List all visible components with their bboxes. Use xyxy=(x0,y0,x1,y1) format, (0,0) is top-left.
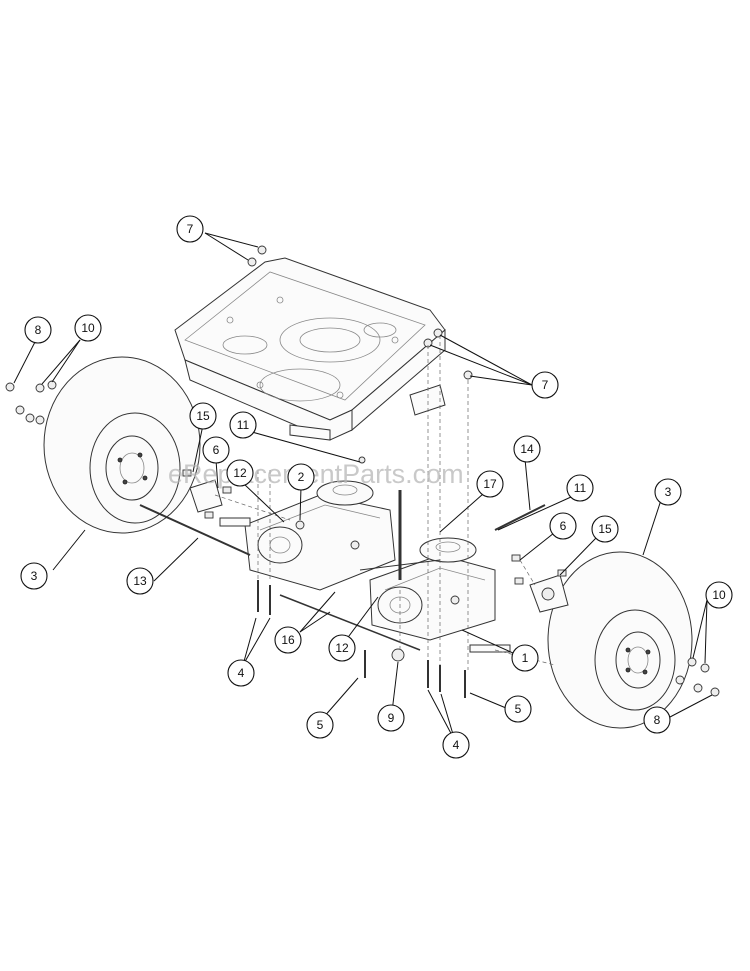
callout-label: 5 xyxy=(515,702,522,716)
vertical-bolts xyxy=(257,580,466,698)
callout-1[interactable]: 1 xyxy=(511,644,539,672)
callout-6-right[interactable]: 6 xyxy=(549,512,577,540)
callout-15-left[interactable]: 15 xyxy=(189,402,217,430)
callout-label: 10 xyxy=(712,588,726,602)
callout-4-left[interactable]: 4 xyxy=(227,659,255,687)
callout-11-right[interactable]: 11 xyxy=(566,474,594,502)
callout-15-right[interactable]: 15 xyxy=(591,515,619,543)
callout-label: 17 xyxy=(483,477,497,491)
callout-label: 9 xyxy=(388,711,395,725)
callout-label: 12 xyxy=(233,466,247,480)
callout-10-left[interactable]: 10 xyxy=(74,314,102,342)
callout-label: 2 xyxy=(298,470,305,484)
callout-9[interactable]: 9 xyxy=(377,704,405,732)
callout-label: 4 xyxy=(453,738,460,752)
callout-label: 6 xyxy=(213,443,220,457)
callout-12-top[interactable]: 12 xyxy=(226,459,254,487)
left-wheel xyxy=(43,356,201,534)
callout-14[interactable]: 14 xyxy=(513,435,541,463)
callout-label: 12 xyxy=(335,641,349,655)
leader-lines xyxy=(13,232,713,742)
callout-12-bottom[interactable]: 12 xyxy=(328,634,356,662)
callout-label: 5 xyxy=(317,718,324,732)
callout-8-left[interactable]: 8 xyxy=(24,316,52,344)
callout-label: 1 xyxy=(522,651,529,665)
callout-label: 6 xyxy=(560,519,567,533)
callout-label: 3 xyxy=(31,569,38,583)
hubs xyxy=(189,479,569,613)
callout-label: 14 xyxy=(520,442,534,456)
callout-3-left[interactable]: 3 xyxy=(20,562,48,590)
callout-label: 7 xyxy=(187,222,194,236)
callout-13[interactable]: 13 xyxy=(126,567,154,595)
callout-label: 15 xyxy=(598,522,612,536)
linkages xyxy=(139,490,546,651)
callout-label: 11 xyxy=(237,418,250,432)
callout-8-right[interactable]: 8 xyxy=(643,706,671,734)
callout-16[interactable]: 16 xyxy=(274,626,302,654)
right-wheel xyxy=(547,551,693,729)
left-transmission xyxy=(219,480,396,591)
callout-7-right[interactable]: 7 xyxy=(531,371,559,399)
callout-label: 7 xyxy=(542,378,549,392)
callout-6-left[interactable]: 6 xyxy=(202,436,230,464)
callout-label: 10 xyxy=(81,321,95,335)
callout-label: 13 xyxy=(133,574,147,588)
callout-7-top[interactable]: 7 xyxy=(176,215,204,243)
callout-3-right[interactable]: 3 xyxy=(654,478,682,506)
callout-11-left[interactable]: 11 xyxy=(229,411,257,439)
callout-5-right[interactable]: 5 xyxy=(504,695,532,723)
callout-2[interactable]: 2 xyxy=(287,463,315,491)
callout-label: 16 xyxy=(281,633,295,647)
callout-17[interactable]: 17 xyxy=(476,470,504,498)
callout-label: 4 xyxy=(238,666,245,680)
callout-label: 11 xyxy=(574,481,587,495)
callout-label: 3 xyxy=(665,485,672,499)
callout-10-right[interactable]: 10 xyxy=(705,581,733,609)
callout-label: 8 xyxy=(654,713,661,727)
callout-label: 8 xyxy=(35,323,42,337)
callout-4-bottom[interactable]: 4 xyxy=(442,731,470,759)
frame-plate xyxy=(174,257,446,441)
callout-label: 15 xyxy=(196,409,210,423)
callout-5-left[interactable]: 5 xyxy=(306,711,334,739)
watermark-text: eReplacementParts.com xyxy=(168,459,464,489)
